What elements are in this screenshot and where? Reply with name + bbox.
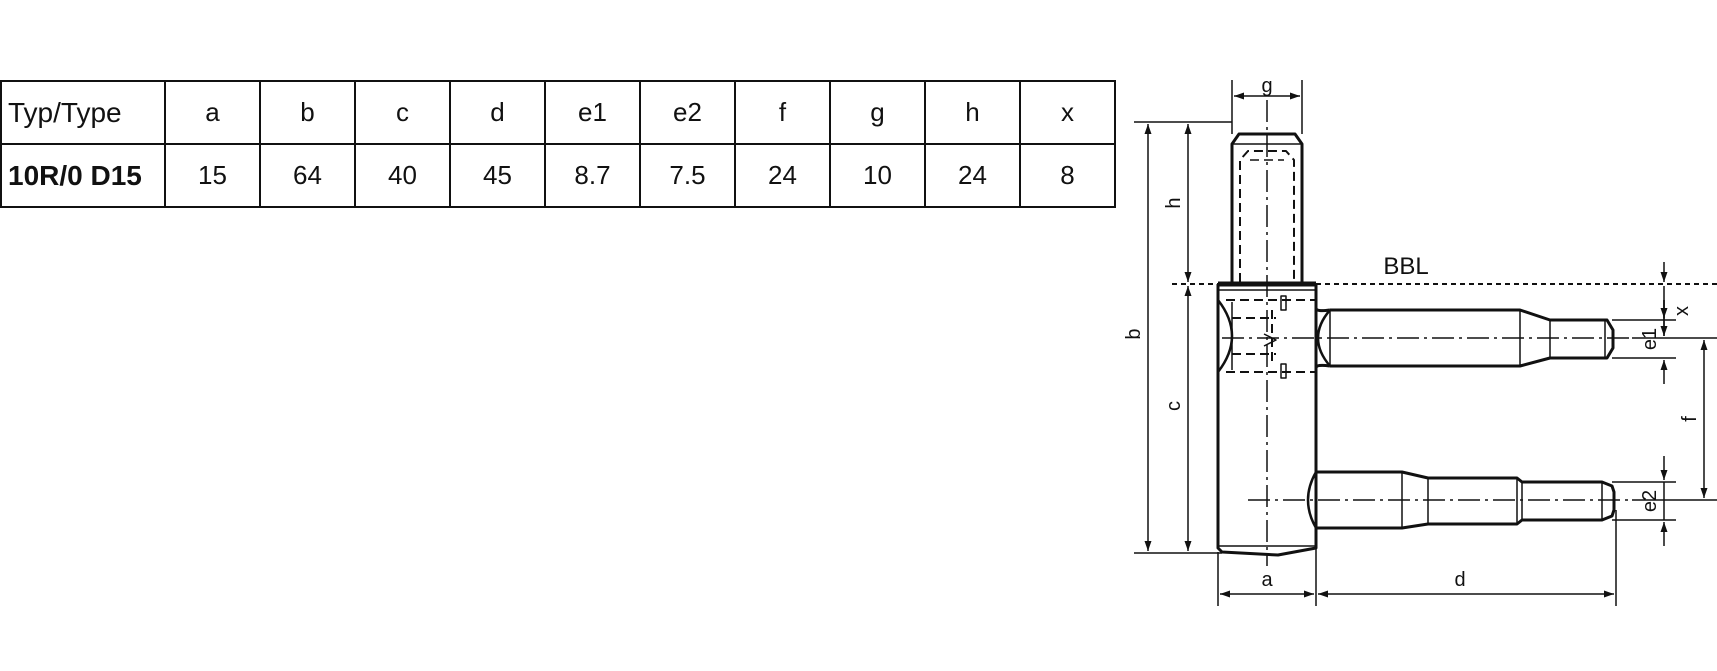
dim-f-label: f — [1679, 416, 1701, 422]
dimension-lines — [1134, 80, 1717, 606]
dim-x-label: x — [1671, 306, 1693, 316]
center-lines — [1222, 100, 1632, 566]
slot-upper — [1280, 295, 1287, 311]
hidden-cross-bore — [1226, 299, 1316, 373]
header-col-e1: e1 — [544, 80, 641, 145]
bbl-label: BBL — [1383, 253, 1428, 280]
header-col-f: f — [734, 80, 831, 145]
lower-arm-root-curve — [1306, 471, 1318, 529]
cell-x: 8 — [1019, 143, 1116, 208]
table-header-row: Typ/Type a b c d e1 e2 f g h x — [0, 80, 1116, 145]
cell-b: 64 — [259, 143, 356, 208]
dimension-table: Typ/Type a b c d e1 e2 f g h x 10R/0 D15… — [0, 80, 1116, 208]
cell-e1: 8.7 — [544, 143, 641, 208]
upper-arm-neck — [1314, 307, 1331, 369]
dim-h-label: h — [1163, 197, 1185, 208]
cell-h: 24 — [924, 143, 1021, 208]
upper-arm-outline — [1330, 308, 1615, 368]
header-col-e2: e2 — [639, 80, 736, 145]
header-col-x: x — [1019, 80, 1116, 145]
dimension-letters: g a d b h c x e1 f e2 — [1123, 75, 1701, 591]
header-col-h: h — [924, 80, 1021, 145]
dim-a-label: a — [1261, 569, 1273, 591]
dim-g-label: g — [1261, 75, 1272, 97]
row-type-name: 10R/0 D15 — [0, 143, 166, 208]
cell-c: 40 — [354, 143, 451, 208]
dim-e2-label: e2 — [1639, 490, 1661, 512]
cell-f: 24 — [734, 143, 831, 208]
cell-a: 15 — [164, 143, 261, 208]
sleeve-outline — [1216, 284, 1318, 557]
upper-pin-hidden-bore — [1239, 150, 1295, 282]
dim-e1-label: e1 — [1639, 328, 1661, 350]
dim-c-label: c — [1163, 401, 1185, 411]
cell-g: 10 — [829, 143, 926, 208]
header-col-b: b — [259, 80, 356, 145]
upper-pin-outline — [1230, 132, 1304, 284]
dim-d-label: d — [1454, 569, 1465, 591]
header-col-a: a — [164, 80, 261, 145]
table-row: 10R/0 D15 15 64 40 45 8.7 7.5 24 10 24 8 — [0, 143, 1116, 208]
header-col-d: d — [449, 80, 546, 145]
cell-e2: 7.5 — [639, 143, 736, 208]
slot-lower — [1280, 363, 1287, 379]
header-col-g: g — [829, 80, 926, 145]
cell-d: 45 — [449, 143, 546, 208]
header-type-label: Typ/Type — [0, 80, 166, 145]
left-recess-curve — [1217, 299, 1234, 373]
lower-arm-outline — [1316, 470, 1616, 530]
upper-arm-root-curve — [1316, 309, 1331, 367]
dim-b-label: b — [1123, 328, 1145, 339]
hidden-cone — [1263, 333, 1277, 347]
header-col-c: c — [354, 80, 451, 145]
hinge-part — [1216, 132, 1616, 557]
